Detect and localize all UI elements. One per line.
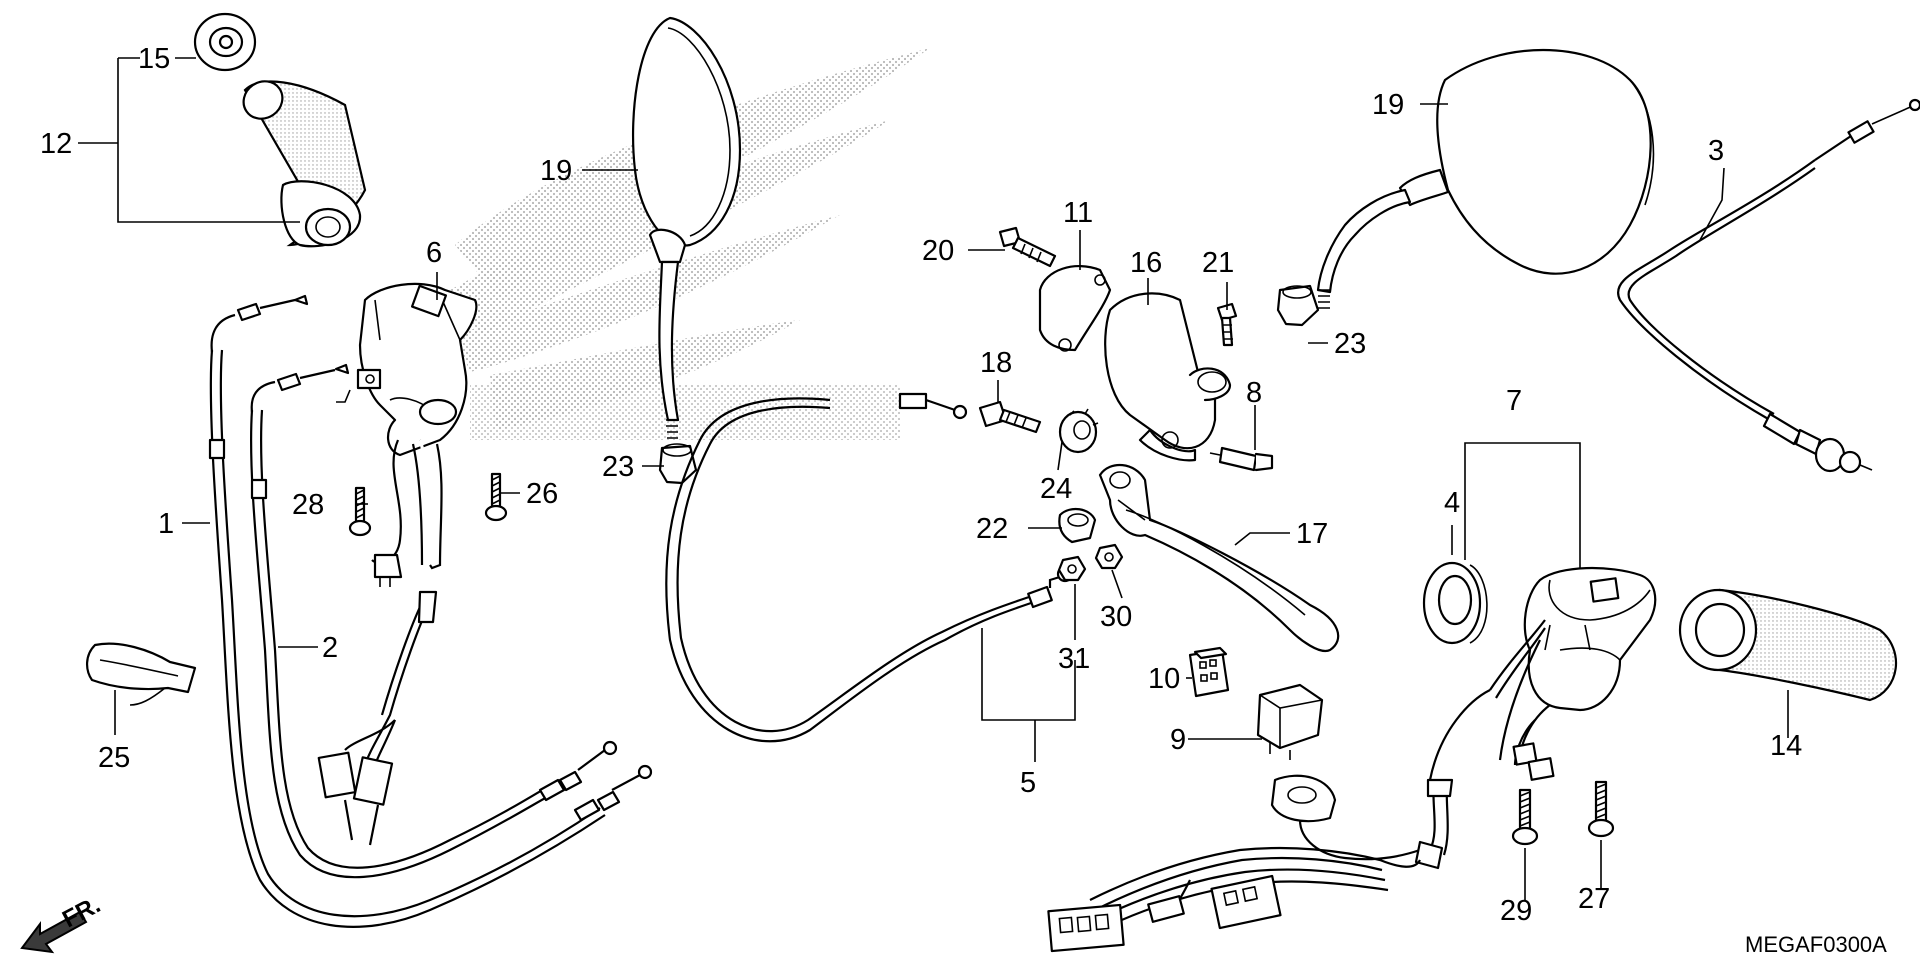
callout-17: 17 <box>1296 518 1328 550</box>
screw-27 <box>1587 780 1615 838</box>
callout-20: 20 <box>922 235 954 267</box>
right-switch-harness <box>1047 774 1454 953</box>
callout-1: 1 <box>158 508 174 540</box>
callout-23: 23 <box>1334 328 1366 360</box>
relay-9 <box>1256 683 1324 760</box>
left-switch-harness <box>317 439 443 846</box>
mirror-nut-right <box>1276 284 1320 327</box>
nut-30 <box>1094 543 1124 570</box>
callout-labels: 15 12 19 6 28 26 1 2 25 23 20 11 16 21 1… <box>40 43 1802 927</box>
callout-23: 23 <box>602 451 634 483</box>
front-direction-marker: FR. <box>20 891 105 954</box>
callout-18: 18 <box>980 347 1012 379</box>
callout-26: 26 <box>526 478 558 510</box>
throttle-cable-2 <box>250 363 618 879</box>
callout-6: 6 <box>426 237 442 269</box>
callout-27: 27 <box>1578 883 1610 915</box>
left-handlebar-switch <box>336 282 478 457</box>
choke-cable <box>1617 98 1920 474</box>
adjuster-18 <box>978 400 1042 434</box>
right-mirror <box>1316 49 1655 309</box>
clutch-lever <box>1098 464 1340 653</box>
callout-28: 28 <box>292 489 324 521</box>
callout-14: 14 <box>1770 730 1802 762</box>
clutch-lever-bracket <box>1104 292 1232 462</box>
callout-24: 24 <box>1040 473 1072 505</box>
callout-11: 11 <box>1063 197 1093 229</box>
right-handlebar-switch <box>1428 566 1657 781</box>
nut-31 <box>1057 555 1087 582</box>
callout-19: 19 <box>1372 89 1404 121</box>
pivot-nut-22 <box>1058 507 1097 544</box>
callout-7: 7 <box>1506 385 1522 417</box>
throttle-cable-1 <box>208 294 653 928</box>
screw-21 <box>1216 302 1238 347</box>
screw-28 <box>348 486 372 537</box>
leader-lines <box>78 57 1789 900</box>
callout-21: 21 <box>1202 247 1234 279</box>
bolt-20 <box>998 226 1057 268</box>
throttle-grip <box>242 80 367 248</box>
lock-nut-24 <box>1058 408 1099 454</box>
callout-4: 4 <box>1444 487 1460 519</box>
callout-16: 16 <box>1130 247 1162 279</box>
grip-end-cap <box>193 12 257 72</box>
callout-8: 8 <box>1246 377 1262 409</box>
left-mirror <box>632 16 742 439</box>
switch-10 <box>1188 646 1230 698</box>
drawing-code: MEGAF0300A <box>1745 932 1887 957</box>
grommet-4 <box>1422 561 1488 645</box>
mirror-holder <box>1038 265 1112 352</box>
callout-12: 12 <box>40 128 72 160</box>
callout-9: 9 <box>1170 724 1186 756</box>
callout-5: 5 <box>1020 767 1036 799</box>
callout-25: 25 <box>98 742 130 774</box>
screw-29 <box>1511 788 1539 846</box>
callout-15: 15 <box>138 43 170 75</box>
clutch-cable <box>665 392 1074 743</box>
callout-31: 31 <box>1058 643 1090 675</box>
callout-29: 29 <box>1500 895 1532 927</box>
screw-26 <box>484 472 508 522</box>
callout-30: 30 <box>1100 601 1132 633</box>
callout-10: 10 <box>1148 663 1180 695</box>
callout-3: 3 <box>1708 135 1724 167</box>
switch-8 <box>1209 446 1274 472</box>
callout-22: 22 <box>976 513 1008 545</box>
wire-band <box>86 642 197 706</box>
callout-19: 19 <box>540 155 572 187</box>
callout-2: 2 <box>322 632 338 664</box>
handlebar-grip <box>1678 588 1898 702</box>
mirror-nut-left <box>658 443 698 485</box>
